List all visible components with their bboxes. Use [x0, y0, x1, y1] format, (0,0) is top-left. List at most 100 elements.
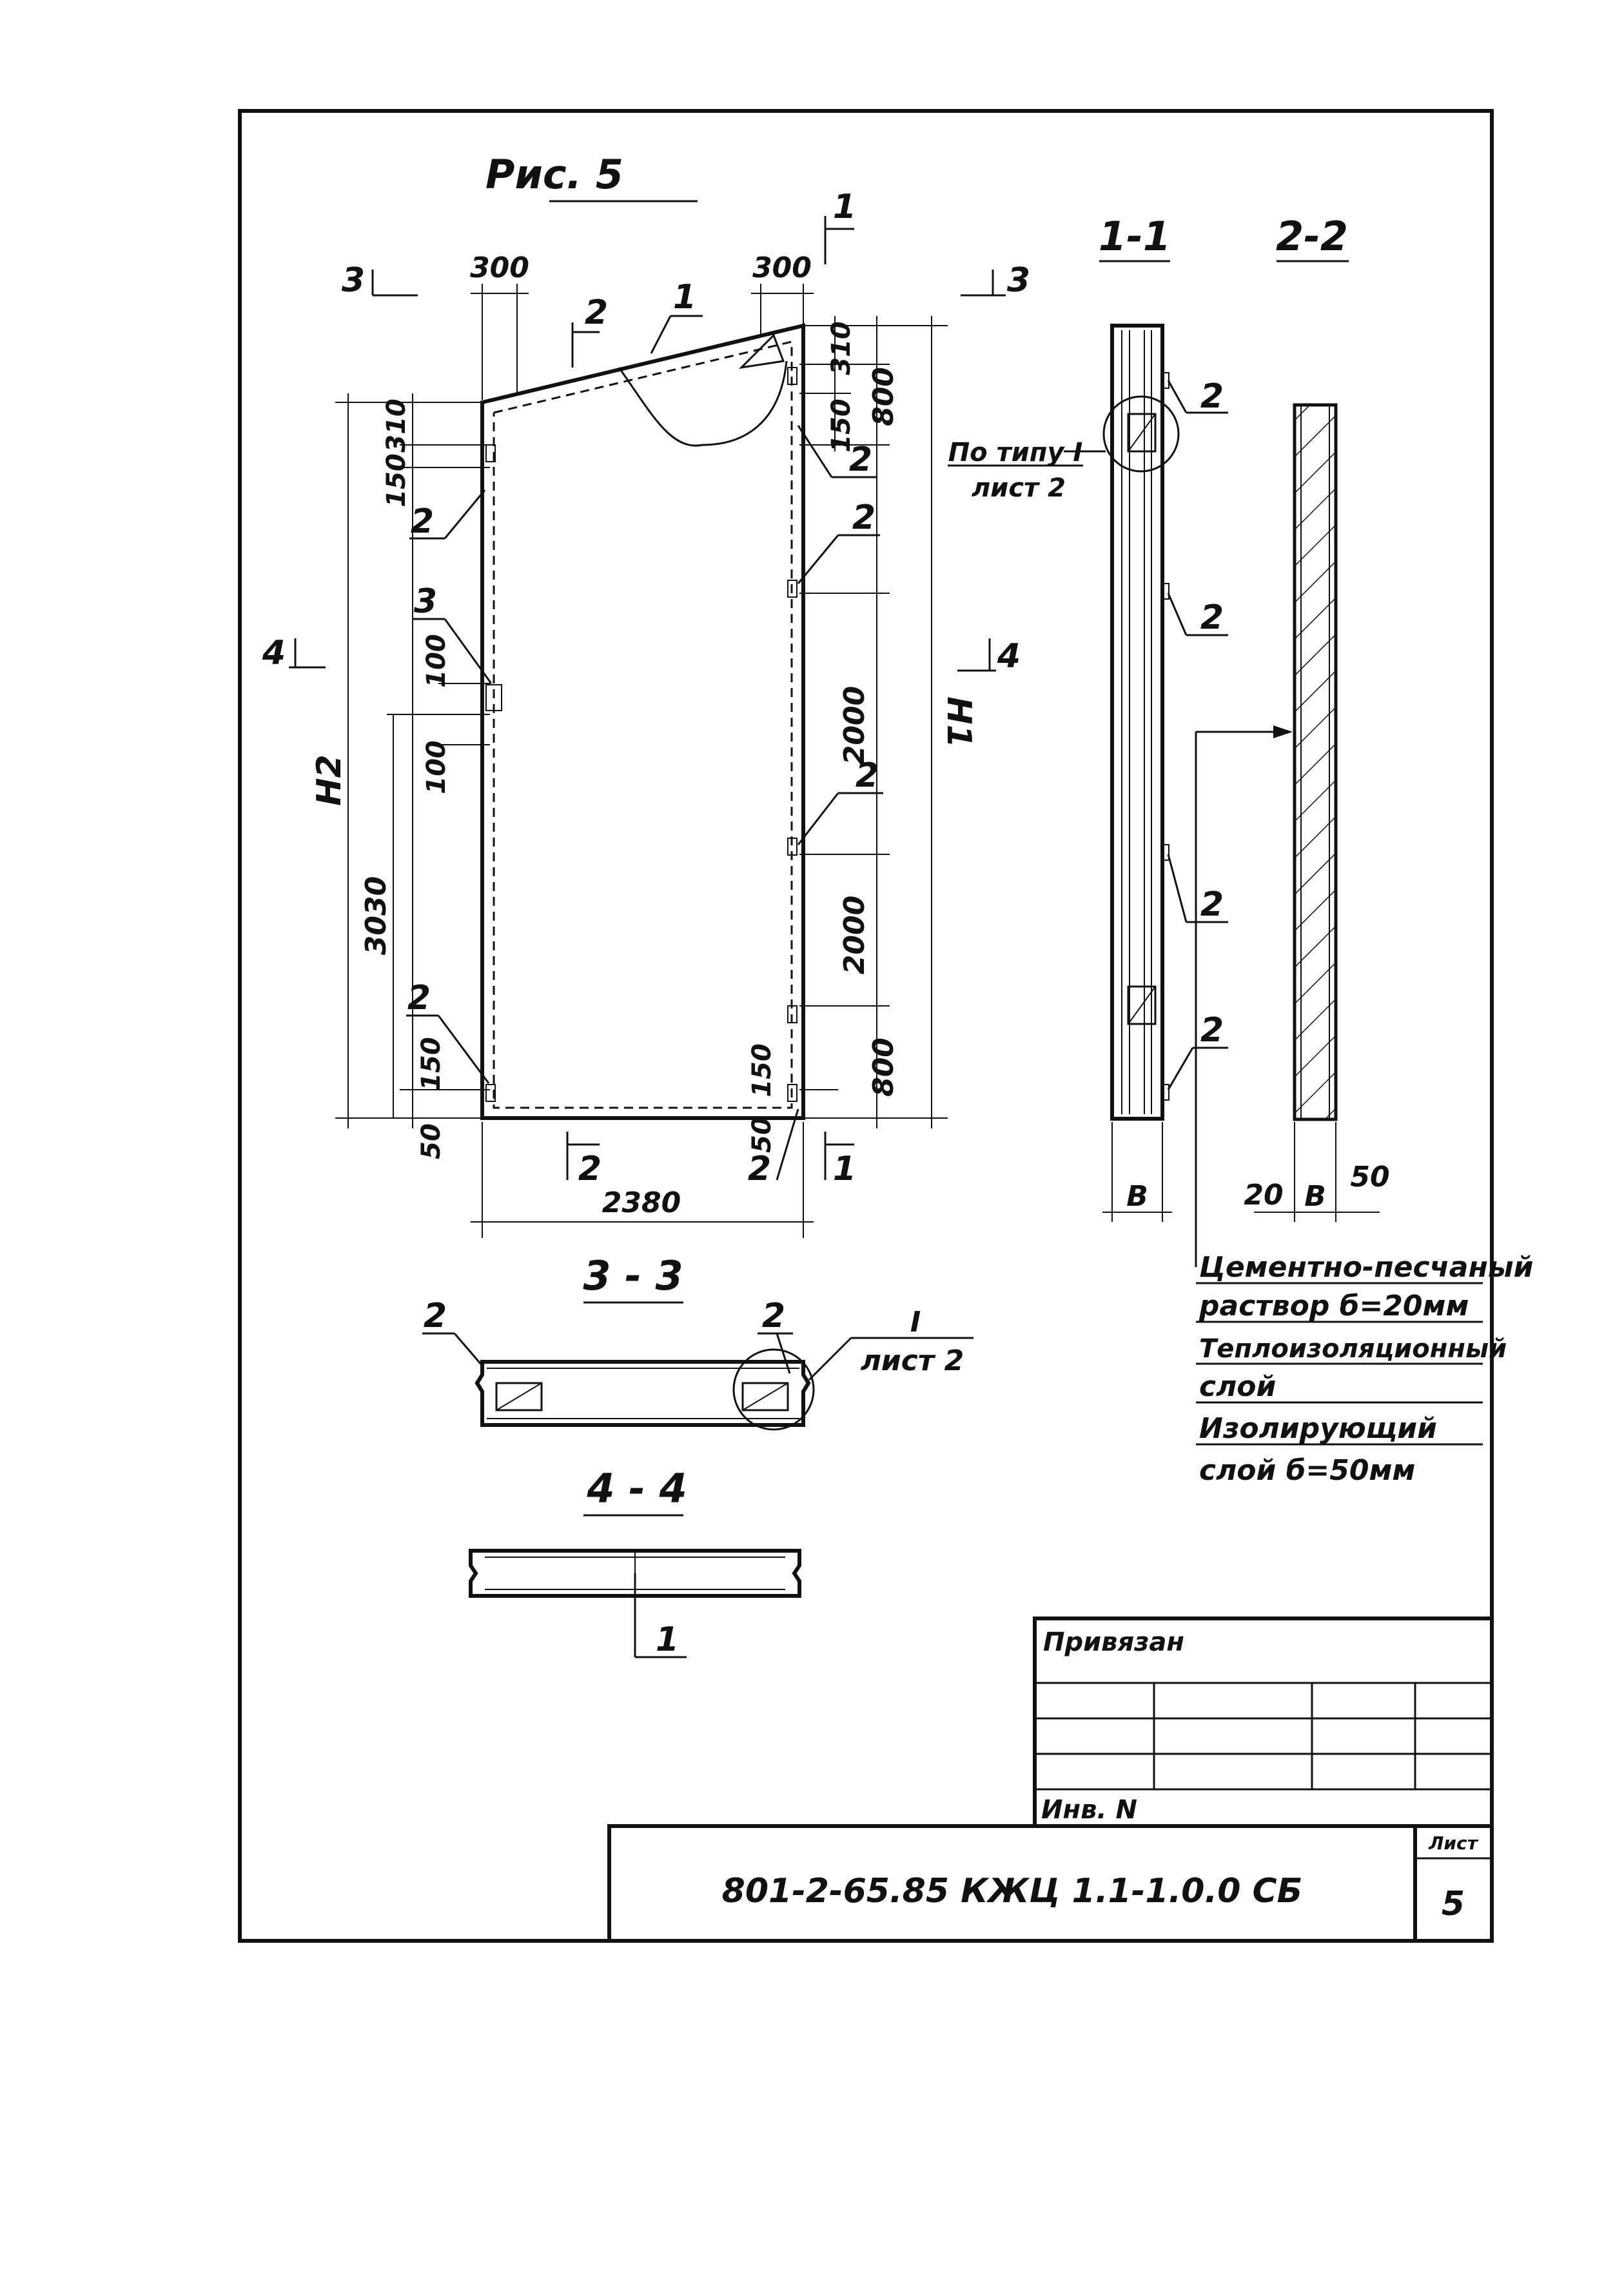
anchor-plate-right-top — [787, 367, 797, 385]
section-2-2 — [1293, 403, 1338, 1121]
dim-3030-label: 3030 — [360, 876, 393, 955]
cut1-top-label: 1 — [833, 188, 856, 226]
dim-310-left: 310 — [382, 398, 411, 453]
s11-leader-4 — [1167, 1047, 1194, 1090]
layer-note-5: Изолирующий — [1199, 1412, 1437, 1445]
s33-detail-I: I — [910, 1306, 921, 1339]
section-3-3-insert-left-x — [496, 1382, 542, 1411]
leader-2-right-3 — [797, 792, 839, 845]
section-3-3-insert-right-x — [742, 1382, 788, 1411]
section-1-1-plate-4 — [1162, 1084, 1169, 1101]
section-3-3-insert-right — [741, 1382, 789, 1411]
panel-outline — [480, 323, 805, 1120]
leader-2-right-2 — [797, 535, 839, 584]
s44-callout: 1 — [656, 1620, 679, 1659]
section-1-1-plate-2 — [1162, 583, 1169, 600]
section-1-1 — [1102, 324, 1180, 1121]
s33-detail-leader — [808, 1337, 852, 1381]
title-block: Привязан Инв. N 801-2-65.85 КЖЦ 1.1-1.0.… — [607, 1617, 1494, 1943]
section-1-1-insert-top — [1127, 413, 1157, 453]
section-1-1-outline — [1110, 324, 1164, 1121]
s11-callout-2: 2 — [1200, 598, 1224, 637]
section-4-4-outline — [469, 1549, 801, 1598]
anchor-plate-left — [485, 684, 502, 711]
cut2-bottom-label: 2 — [578, 1150, 602, 1188]
dim-300-right-label: 300 — [752, 251, 812, 284]
cut3-left-label: 3 — [342, 261, 365, 300]
inv-label: Инв. N — [1041, 1795, 1137, 1825]
s33-detail-sheet: лист 2 — [861, 1344, 964, 1377]
leader-3-left — [444, 618, 493, 684]
layer-note-3: Теплоизоляционный — [1199, 1334, 1507, 1364]
cut4-right-label: 4 — [997, 637, 1021, 676]
section-1-1-insert-bottom — [1127, 985, 1157, 1025]
dim-150-right-bottom: 150 — [747, 1043, 777, 1097]
sheet-label: Лист — [1428, 1833, 1478, 1854]
binding-label: Привязан — [1043, 1627, 1184, 1657]
document-code: 801-2-65.85 КЖЦ 1.1-1.0.0 СБ — [722, 1872, 1303, 1911]
layer-notes: Цементно-песчаный раствор б=20мм Теплоиз… — [1196, 1251, 1534, 1487]
layer-note-2: раствор б=20мм — [1198, 1290, 1469, 1322]
dim-H1-label: H1 — [939, 696, 978, 748]
figure-title: Рис. 5 — [485, 151, 623, 198]
section-1-1-insert-bottom-x — [1128, 986, 1156, 1025]
detail-circle-3-3 — [732, 1348, 815, 1431]
detail-circle-1 — [1102, 395, 1180, 473]
s33-leader-right — [776, 1333, 791, 1374]
cut1-bottom-label: 1 — [833, 1150, 856, 1188]
detail-ref-text-2: лист 2 — [972, 473, 1066, 503]
leader-2-left-bottom — [437, 1015, 490, 1084]
panel-elevation — [480, 323, 805, 1120]
top-break-curve — [618, 360, 788, 447]
section-1-1-insert-top-x — [1128, 413, 1156, 452]
anchor-plate-right-bottom — [787, 1084, 797, 1102]
dim-50-left: 50 — [416, 1123, 446, 1159]
s11-dim-B-label: B — [1126, 1180, 1148, 1213]
leader-2-bottom — [776, 1108, 799, 1181]
section-2-2-title: 2-2 — [1276, 213, 1348, 260]
leader-2-right-1 — [797, 425, 833, 478]
anchor-plate-right-mid2 — [787, 838, 797, 856]
section-1-1-title: 1-1 — [1099, 213, 1171, 260]
section-3-3-outline — [474, 1360, 811, 1427]
dim-H2-label: H2 — [310, 754, 349, 806]
cut2-top-label: 2 — [585, 293, 608, 332]
layer-note-6: слой б=50мм — [1199, 1454, 1415, 1487]
panel-inner-dashed — [493, 340, 793, 1109]
s11-leader-2 — [1167, 593, 1188, 636]
callout-2-right-1: 2 — [849, 440, 872, 479]
detail-ref-text-1: По типу I — [948, 438, 1083, 467]
s22-dim-50: 50 — [1350, 1161, 1389, 1194]
callout-1-top: 1 — [673, 278, 696, 317]
dim-800-right-bottom: 800 — [867, 1037, 900, 1097]
section-3-3 — [474, 1348, 815, 1431]
layer-note-4: слой — [1199, 1370, 1276, 1403]
anchor-plate-left-bottom — [485, 1084, 496, 1102]
callout-2-right-3: 2 — [856, 756, 879, 795]
callout-2-bottom: 2 — [748, 1150, 771, 1188]
callout-2-right-2: 2 — [852, 498, 876, 537]
sheet-number: 5 — [1442, 1885, 1465, 1923]
dim-100-left-a: 100 — [422, 634, 451, 688]
s22-dim-B: B — [1304, 1180, 1326, 1213]
s11-leader-1 — [1167, 380, 1188, 413]
dim-300-left-label: 300 — [470, 251, 529, 284]
dim-2000-right-b: 2000 — [838, 896, 871, 974]
dim-150-left-bottom: 150 — [416, 1037, 446, 1091]
section-3-3-title: 3 - 3 — [583, 1252, 683, 1299]
s33-callout-left: 2 — [424, 1297, 447, 1335]
s22-leader-arrow — [1273, 725, 1293, 738]
s33-leader-left — [453, 1333, 484, 1366]
anchor-plate-right-mid — [787, 580, 797, 598]
dim-100-left-b: 100 — [422, 740, 451, 794]
s11-callout-3: 2 — [1200, 885, 1224, 924]
main-stamp — [607, 1824, 1494, 1943]
leader-1-top — [650, 315, 672, 354]
anchor-plate-right-low — [787, 1005, 797, 1023]
corner-insert — [738, 333, 785, 369]
section-4-4-title: 4 - 4 — [586, 1465, 687, 1512]
dim-800-right-top: 800 — [867, 367, 900, 426]
s11-callout-4: 2 — [1200, 1011, 1224, 1050]
callout-2-left-bottom: 2 — [407, 979, 431, 1017]
